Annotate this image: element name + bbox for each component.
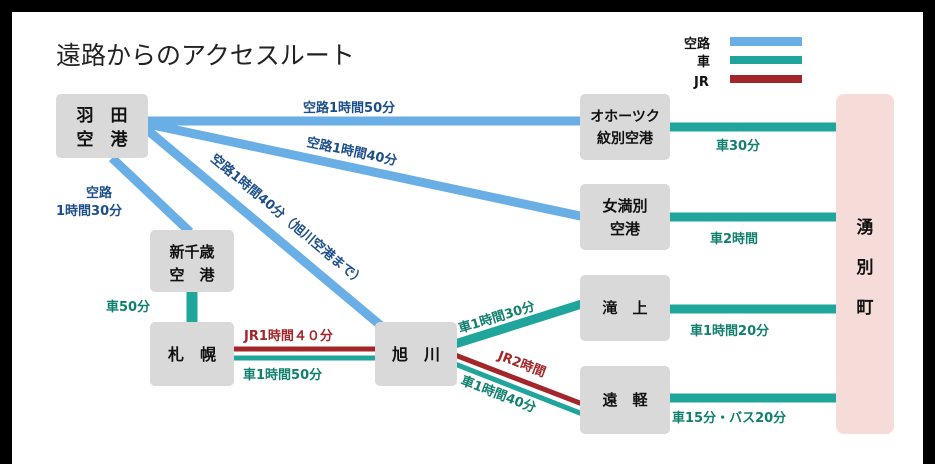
svg-text:湧: 湧 (857, 218, 874, 238)
node-asahikawa: 旭 川 (375, 322, 457, 386)
svg-text:旭 川: 旭 川 (391, 345, 440, 364)
legend-jr-label: JR (693, 75, 709, 90)
route-air-haneda-memanbetsu (147, 119, 586, 222)
route-air-haneda-shinchitose (108, 154, 194, 236)
svg-text:遠 軽: 遠 軽 (602, 391, 648, 409)
svg-text:羽 田: 羽 田 (77, 106, 128, 126)
label-car-okhotsk-yubetsu: 車30分 (716, 138, 760, 154)
svg-text:滝 上: 滝 上 (602, 299, 647, 317)
node-yubetsu-town: 湧 別 町 (836, 94, 894, 434)
svg-text:紋別空港: 紋別空港 (597, 130, 654, 147)
label-air-haneda-shinchitose-2: 1時間30分 (56, 203, 122, 219)
legend-jr-swatch (730, 75, 802, 83)
node-takinoue: 滝 上 (580, 275, 670, 341)
svg-text:空 港: 空 港 (169, 266, 215, 284)
svg-text:オホーツク: オホーツク (590, 109, 660, 125)
node-haneda: 羽 田 空 港 (56, 94, 148, 158)
node-engaru: 遠 軽 (580, 366, 670, 434)
label-car-engaru-yubetsu: 車15分・バス20分 (672, 410, 786, 426)
legend: 空路 車 JR (684, 36, 802, 90)
label-air-haneda-okhotsk: 空路1時間50分 (303, 100, 395, 116)
route-air-haneda-asahikawa (142, 124, 395, 339)
label-car-sapporo-asahikawa: 車1時間50分 (243, 367, 322, 383)
node-okhotsk-monbetsu-airport: オホーツク 紋別空港 (580, 94, 670, 160)
label-car-takinoue-yubetsu: 車1時間20分 (690, 323, 769, 339)
node-memanbetsu-airport: 女満別 空港 (580, 184, 670, 250)
label-car-shinchitose-sapporo: 車50分 (106, 299, 150, 315)
route-car-asahikawa-engaru (454, 361, 586, 418)
svg-text:町: 町 (857, 298, 874, 318)
label-jr-sapporo-asahikawa: JR1時間４０分 (243, 328, 333, 344)
route-jr-asahikawa-engaru (454, 352, 586, 408)
svg-text:別: 別 (856, 258, 874, 278)
legend-car-swatch (730, 56, 802, 64)
legend-air-swatch (730, 37, 802, 46)
legend-air-label: 空路 (684, 36, 711, 52)
access-route-diagram: 遠路からのアクセスルート 空路 車 JR 羽 田 空 港 新千歳 空 港 札 幌 (56, 36, 894, 434)
legend-car-label: 車 (697, 54, 710, 70)
svg-text:空港: 空港 (610, 220, 641, 238)
diagram-title: 遠路からのアクセスルート (56, 41, 355, 70)
label-car-memanbetsu-yubetsu: 車2時間 (710, 231, 758, 247)
node-shinchitose: 新千歳 空 港 (150, 230, 234, 292)
node-sapporo: 札 幌 (150, 322, 234, 386)
svg-text:空 港: 空 港 (77, 129, 129, 150)
svg-text:新千歳: 新千歳 (169, 243, 214, 261)
route-car-asahikawa-takinoue (453, 298, 587, 349)
label-air-haneda-shinchitose-1: 空路 (86, 185, 113, 201)
svg-text:札 幌: 札 幌 (167, 345, 216, 364)
svg-text:女満別: 女満別 (602, 197, 647, 215)
